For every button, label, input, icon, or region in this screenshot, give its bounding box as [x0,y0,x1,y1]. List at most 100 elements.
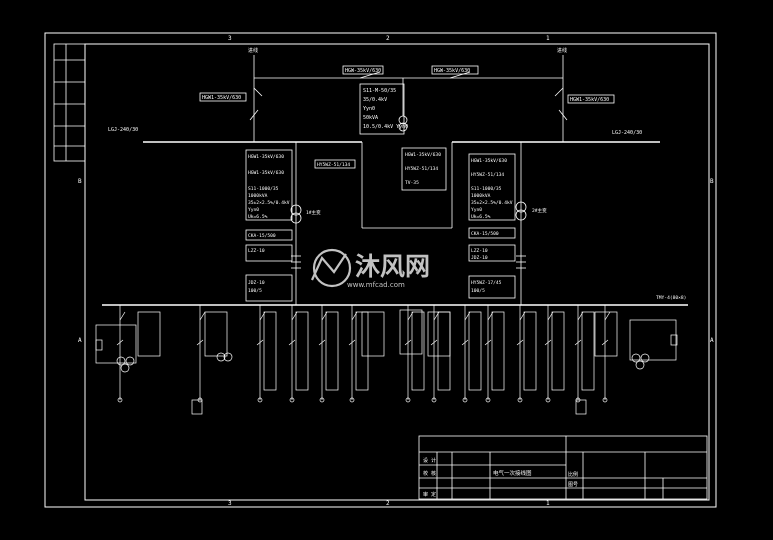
station-tx-line-5: 10.5/0.4kV Yyn0 [363,124,408,130]
feeder-rect [551,311,565,391]
feeder-bays [116,305,618,403]
incoming-label-left: 进线 [248,47,258,54]
watermark-logo-icon [310,248,352,288]
title-row-design: 设 计 [423,457,436,464]
feeder-line [484,339,492,346]
feeder-rect [325,311,339,391]
feeder-bay [461,305,482,403]
feeder-tag-box [204,311,228,357]
drawing-frame [44,32,717,508]
feeder-circle [319,397,325,403]
station-tx-line-3: Yyn0 [363,106,375,112]
feeder-bay [116,305,126,403]
feeder-bay [430,305,451,403]
feeder-tag-box [137,311,161,357]
left-transformer-label: 1#主变 [306,209,321,216]
feeder-line [430,339,438,346]
feeder-line [348,339,356,346]
left-tx-1: S11-1000/35 [248,186,279,192]
watermark-cn: 沐风网 [355,252,430,281]
right-feed-1: HGW1-35kV/630 [471,158,507,164]
border-number-bottom-2: 2 [386,500,390,507]
feeder-circle [431,397,437,403]
feeder-line [404,339,412,346]
feeder-bay [601,305,611,403]
left-tx-2: 1000kVA [248,193,268,199]
feeder-rect [263,311,277,391]
title-row-approve: 审 定 [423,491,436,498]
feeder-circle [462,397,468,403]
right-lower-1: CKA-15/500 [471,231,499,237]
hv-busbar [143,141,660,229]
left-tx-5: Uk=6.5% [248,214,268,220]
border-letter-left-a: A [78,337,82,344]
left-side-group [95,324,233,415]
border-number-bottom-1: 1 [546,500,550,507]
feeder-line [199,311,206,321]
top-arrester-right: HGW1-35kV/630 [570,97,609,103]
feeder-circle [117,397,123,403]
feeder-tag-box [594,311,618,357]
incoming-label-right: 进线 [557,47,567,54]
right-lower-4: 100/5 [471,288,485,294]
incoming-section [199,55,615,142]
feeder-bay [484,305,505,403]
feeder-line [116,339,124,346]
feeder-line [574,339,582,346]
feeder-rect [491,311,505,391]
feeder-tag-box [399,309,423,355]
border-number-bottom-3: 3 [228,500,232,507]
feeder-line [461,339,469,346]
right-tx-4: Yyn0 [471,207,482,213]
station-tx-line-2: 35/0.4kV [363,97,387,103]
feeder-line [318,339,326,346]
border-markers: B A B A 3 2 1 3 2 1 [78,35,714,507]
right-tx-5: Uk=6.5% [471,214,491,220]
feeder-circle [602,397,608,403]
top-arrester-left: HGW1-35kV/630 [202,95,241,101]
border-letter-right-b: B [710,178,714,185]
border-letter-right-a: A [710,337,714,344]
right-side-group [575,319,678,415]
border-number-top-2: 2 [386,35,390,42]
station-tx-line-4: 50kVA [363,115,378,121]
feeder-bay [544,305,565,403]
left-feed-3: HY5WZ-51/134 [317,162,350,168]
left-feed-1: HGW1-35kV/630 [248,154,284,160]
feeder-tag-box [361,311,385,357]
feeder-rect [295,311,309,391]
sheet-label: 图号 [568,482,578,488]
feeder-rect [468,311,482,391]
feeder-bay [404,305,425,403]
feeder-rect [581,311,595,391]
station-tx-line-1: S11-M-50/35 [363,88,396,94]
feeder-line [288,339,296,346]
feeder-rect [411,311,425,391]
feeder-bay [318,305,339,403]
center-1: HGW1-35kV/630 [405,152,441,158]
feeder-line [516,339,524,346]
feeder-bay [256,305,277,403]
title-block [418,435,708,500]
feeder-circle [257,397,263,403]
feeder-circle [545,397,551,403]
right-transformer-label: 2#主变 [532,207,547,214]
feeder-line [604,311,611,321]
right-lower-2: LZZ-10 [471,248,488,254]
center-2: HY5WZ-51/134 [405,166,438,172]
left-lower-2: LZZ-10 [248,248,265,254]
center-3: TV-35 [405,180,419,186]
left-tx-3: 35±2×2.5%/0.4kV [248,200,290,206]
left-transformer-feeder [245,142,356,305]
top-switch-right: HGW-35kV/630 [434,68,470,74]
left-tx-4: Yyn0 [248,207,259,213]
drawing-name: 电气一次接线图 [493,469,532,477]
feeder-rect [437,311,451,391]
border-number-top-3: 3 [228,35,232,42]
incoming-labels: 进线 进线 HGW-35kV/630 HGW-35kV/630 HGW1-35k… [202,47,609,130]
border-number-top-1: 1 [546,35,550,42]
left-feed-2: HGW1-35kV/630 [248,170,284,176]
watermark-url: www.mfcad.com [347,281,405,289]
right-feed-2: HY5WZ-51/134 [471,172,504,178]
